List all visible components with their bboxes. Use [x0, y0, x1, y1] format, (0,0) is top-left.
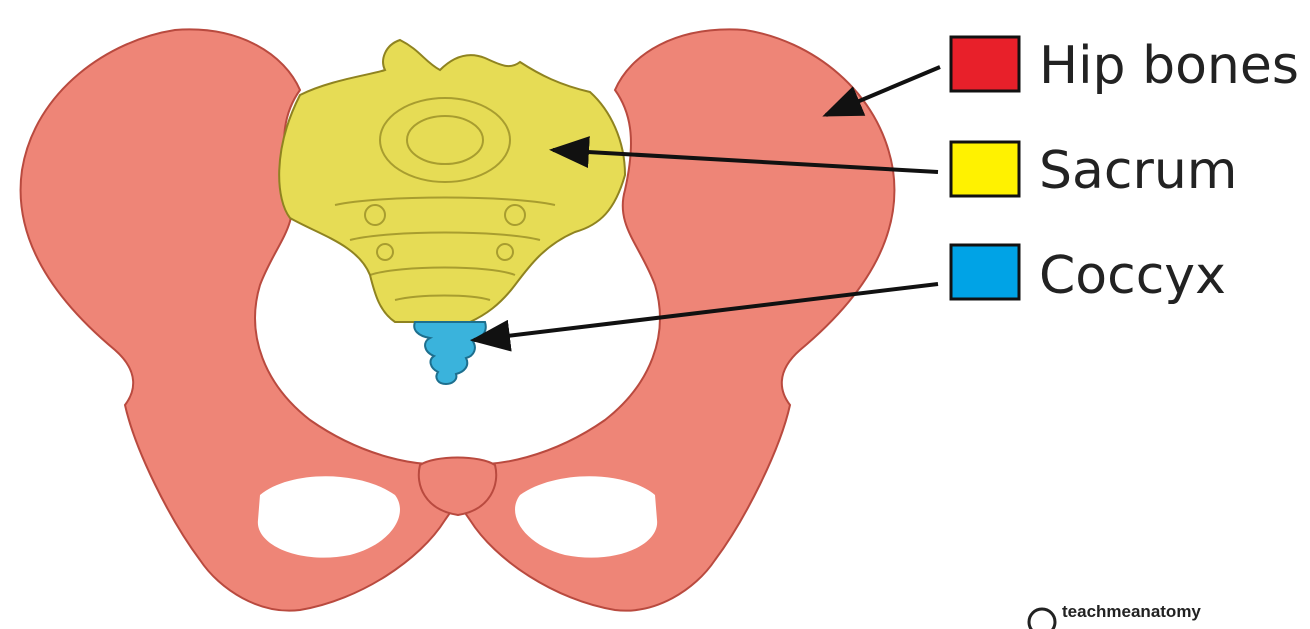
legend-item-sacrum: Sacrum	[951, 141, 1237, 201]
watermark: © teachmeanatomy	[1029, 602, 1201, 629]
legend: Hip bones Sacrum Coccyx	[951, 36, 1299, 306]
sacrum-label: Sacrum	[1039, 141, 1237, 201]
hip-bones-swatch	[951, 37, 1019, 91]
hip-bones-label: Hip bones	[1039, 36, 1299, 96]
legend-item-coccyx: Coccyx	[951, 245, 1226, 306]
coccyx-swatch	[951, 245, 1019, 299]
copyright-icon	[1029, 609, 1055, 629]
legend-item-hip-bones: Hip bones	[951, 36, 1299, 96]
sacrum-swatch	[951, 142, 1019, 196]
coccyx-label: Coccyx	[1039, 246, 1226, 306]
watermark-text: teachmeanatomy	[1062, 602, 1201, 621]
coccyx	[414, 322, 486, 384]
